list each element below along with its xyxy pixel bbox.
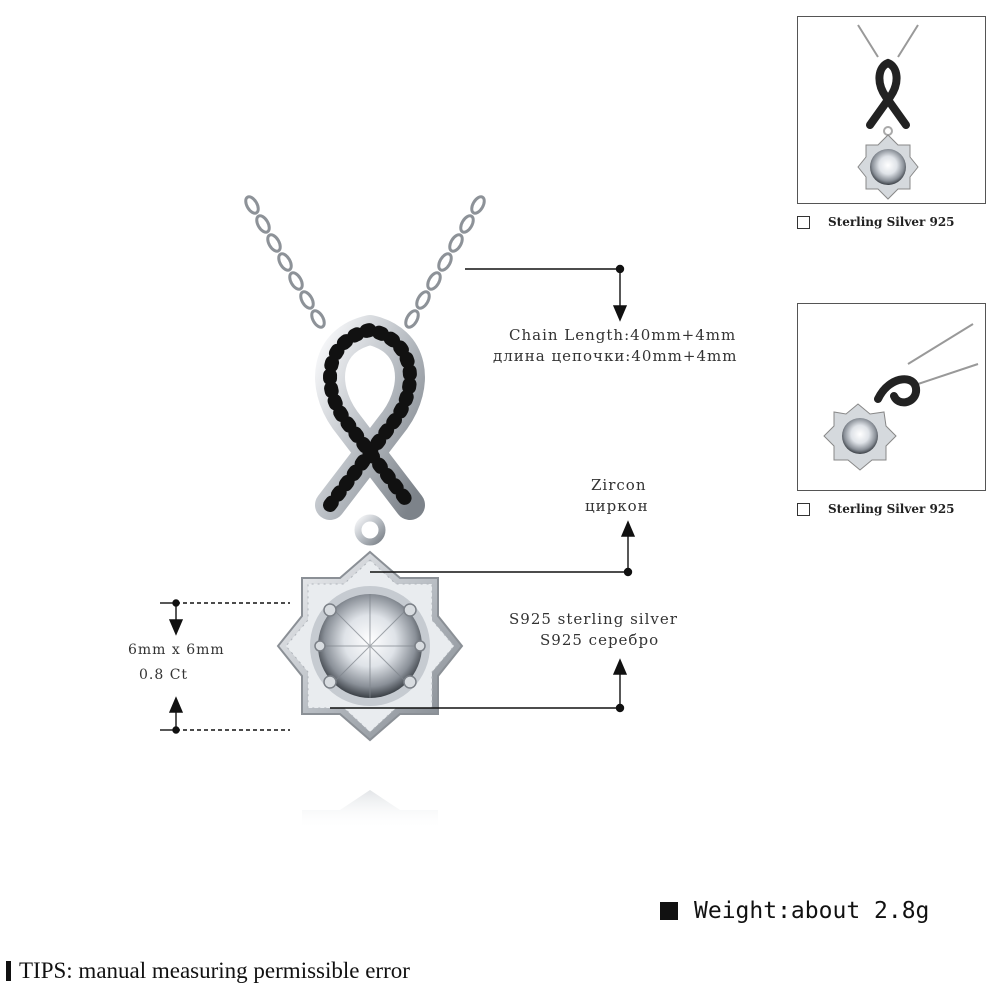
thumbnail-front-caption: Sterling Silver 925 bbox=[797, 215, 955, 229]
square-bullet-icon bbox=[660, 902, 678, 920]
stone-size-label: 6mm x 6mm bbox=[128, 642, 225, 658]
measure-lines bbox=[160, 264, 636, 734]
bar-bullet-icon bbox=[6, 961, 11, 981]
reflection bbox=[302, 790, 438, 830]
carat-label: 0.8 Ct bbox=[139, 667, 189, 683]
zircon-label-ru: циркон bbox=[585, 497, 649, 515]
silver-label-ru: S925 серебро bbox=[540, 631, 660, 649]
weight-text: Weight:about 2.8g bbox=[694, 898, 930, 924]
thumbnail-angled[interactable] bbox=[797, 303, 986, 491]
tips-info: TIPS: manual measuring permissible error bbox=[6, 958, 410, 984]
flower-setting bbox=[276, 550, 464, 742]
bail bbox=[354, 514, 386, 546]
pendant-front-view-icon bbox=[857, 24, 919, 200]
weight-info: Weight:about 2.8g bbox=[660, 898, 929, 924]
thumbnail-angled-caption: Sterling Silver 925 bbox=[797, 502, 955, 516]
chain-right bbox=[404, 195, 486, 329]
checkbox-icon[interactable] bbox=[797, 502, 810, 516]
chain-length-label-en: Chain Length:40mm+4mm bbox=[509, 326, 737, 344]
thumbnail-angled-caption-text: Sterling Silver 925 bbox=[828, 502, 955, 516]
ribbon-pendant bbox=[315, 315, 425, 520]
silver-label-en: S925 sterling silver bbox=[509, 610, 678, 628]
thumbnail-front-caption-text: Sterling Silver 925 bbox=[828, 215, 955, 229]
thumbnail-front[interactable] bbox=[797, 16, 986, 204]
checkbox-icon[interactable] bbox=[797, 215, 810, 229]
chain-length-label-ru: длина цепочки:40mm+4mm bbox=[493, 347, 738, 365]
zircon-label-en: Zircon bbox=[591, 476, 647, 494]
pendant-angled-view-icon bbox=[823, 323, 979, 471]
chain-left bbox=[244, 195, 326, 329]
tips-text: TIPS: manual measuring permissible error bbox=[19, 958, 410, 983]
